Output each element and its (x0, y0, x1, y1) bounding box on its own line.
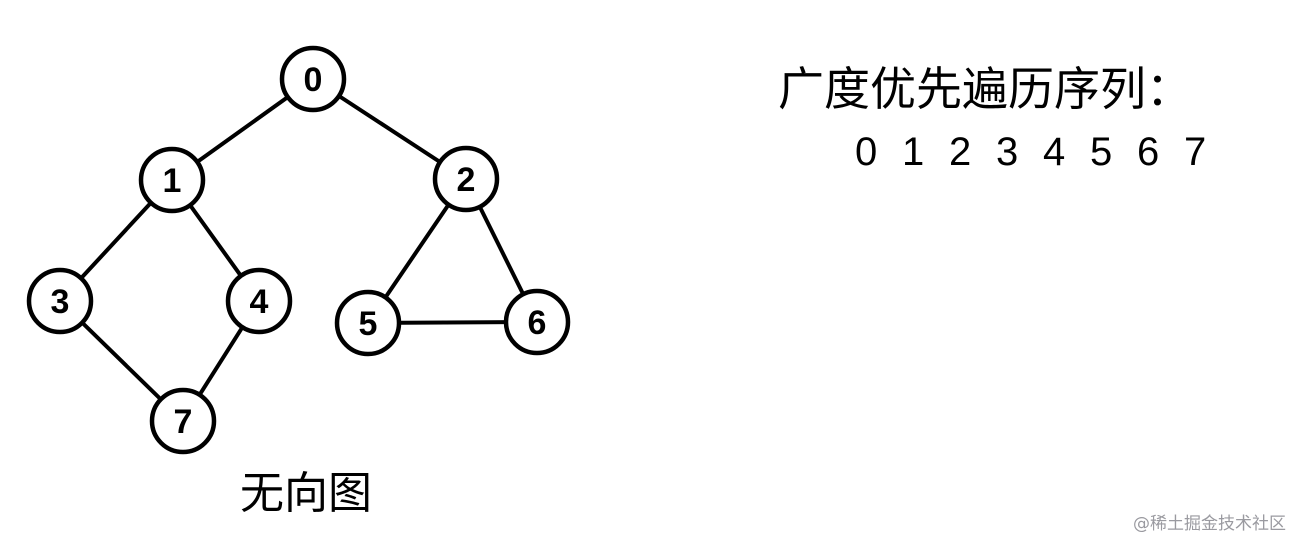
node-circle (149, 387, 217, 455)
bfs-sequence-item: 7 (1184, 130, 1207, 174)
graph-node-1: 1 (138, 146, 206, 214)
graph-caption: 无向图 (240, 468, 372, 519)
graph-edges (58, 77, 539, 423)
node-label: 3 (51, 283, 70, 321)
bfs-sequence-item: 6 (1137, 130, 1160, 174)
bfs-sequence-item: 5 (1090, 130, 1113, 174)
graph-node-4: 4 (225, 267, 293, 335)
graph-node-0: 0 (279, 45, 347, 113)
bfs-sequence-title: 广度优先遍历序列： (778, 62, 1192, 116)
node-label: 4 (250, 283, 269, 321)
node-circle (138, 146, 206, 214)
watermark-text: @稀土掘金技术社区 (1133, 514, 1286, 534)
node-circle (279, 45, 347, 113)
node-circle (503, 288, 571, 356)
graph-node-3: 3 (26, 267, 94, 335)
node-circle (225, 267, 293, 335)
node-label: 2 (457, 161, 476, 199)
bfs-sequence: 0 1 2 3 4 5 6 7 (855, 132, 1231, 172)
node-label: 6 (528, 304, 547, 342)
graph-node-6: 6 (503, 288, 571, 356)
node-label: 7 (174, 403, 193, 441)
node-circle (26, 267, 94, 335)
node-circle (432, 145, 500, 213)
node-circle (334, 289, 402, 357)
graph-node-5: 5 (334, 289, 402, 357)
node-label: 0 (304, 61, 323, 99)
graph-nodes: 0 1 2 3 4 5 6 7 (26, 45, 571, 455)
bfs-sequence-item: 1 (902, 130, 925, 174)
graph-node-7: 7 (149, 387, 217, 455)
bfs-sequence-item: 2 (949, 130, 972, 174)
graph-node-2: 2 (432, 145, 500, 213)
node-label: 1 (163, 162, 182, 200)
bfs-sequence-item: 0 (855, 130, 878, 174)
bfs-sequence-item: 3 (996, 130, 1019, 174)
node-label: 5 (359, 305, 378, 343)
bfs-sequence-item: 4 (1043, 130, 1066, 174)
